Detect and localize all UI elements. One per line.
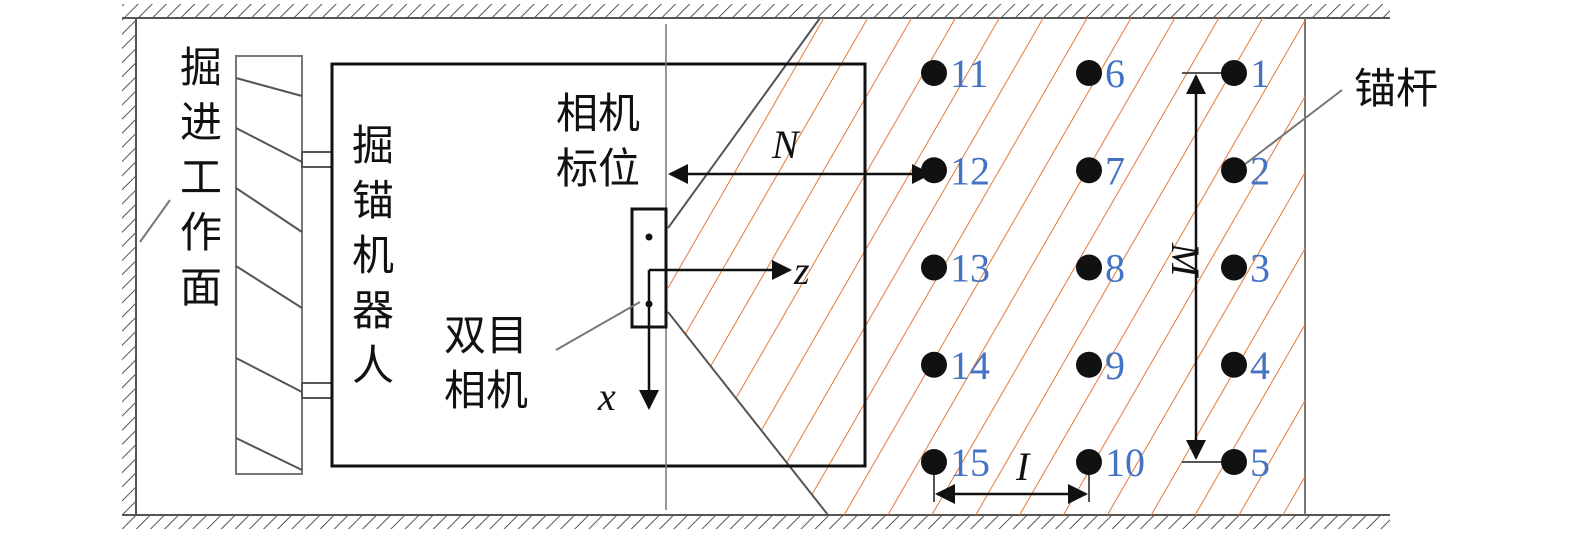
- anchor-bolt-dot: [1221, 157, 1247, 184]
- anchor-bolt-4: 4: [1221, 343, 1270, 388]
- anchor-bolt-dot: [1221, 351, 1247, 378]
- work-face-char-2: 进: [180, 98, 222, 147]
- anchor-bolt-dot: [921, 157, 947, 184]
- anchor-bolt-14: 14: [921, 343, 990, 388]
- axis-z-label: z: [793, 248, 810, 293]
- top-wall-hatch: [122, 4, 1390, 18]
- robot-char-3: 机: [352, 231, 394, 280]
- stereo-camera-line-1: 双目: [444, 311, 528, 360]
- camera-target-line-2: 标位: [556, 144, 640, 193]
- anchor-bolt-dot: [1221, 60, 1247, 86]
- dimension-i-label: I: [1015, 444, 1031, 489]
- anchor-bolt-dot: [1221, 254, 1247, 281]
- anchor-bolt-number: 4: [1250, 343, 1270, 388]
- anchor-bolt-number: 8: [1105, 246, 1125, 291]
- anchor-bolt-dot: [1076, 351, 1102, 378]
- work-face-char-3: 工: [180, 153, 222, 202]
- anchor-bolt-15: 15: [921, 440, 990, 485]
- anchor-bolt-8: 8: [1076, 246, 1125, 291]
- axis-x-label: x: [597, 374, 616, 419]
- anchor-bolt-dot: [1076, 449, 1102, 475]
- anchor-bolt-7: 7: [1076, 148, 1125, 193]
- view-boundary-lower: [667, 311, 829, 516]
- anchor-bolt-number: 10: [1105, 440, 1145, 485]
- anchor-bolt-leader: [1239, 89, 1343, 169]
- anchor-bolt-number: 3: [1250, 246, 1270, 291]
- cutter-head: [235, 55, 303, 475]
- view-boundary-upper: [667, 17, 821, 229]
- anchor-bolt-number: 6: [1105, 51, 1125, 96]
- anchor-bolt-dot: [1076, 157, 1102, 184]
- anchor-bolt-number: 5: [1250, 440, 1270, 485]
- anchor-bolt-dot: [1221, 449, 1247, 475]
- anchor-bolt-number: 2: [1250, 148, 1270, 193]
- anchor-bolt-dot: [1076, 254, 1102, 281]
- anchor-bolt-number: 12: [950, 148, 990, 193]
- anchor-bolt-11: 11: [921, 51, 989, 96]
- anchor-bolt-number: 11: [950, 51, 989, 96]
- anchor-bolt-1: 1: [1221, 51, 1270, 96]
- anchor-bolt-number: 7: [1105, 148, 1125, 193]
- dimension-m-label: M: [1163, 242, 1208, 279]
- stereo-camera-leader: [555, 301, 641, 351]
- anchor-bolt-3: 3: [1221, 246, 1270, 291]
- anchor-bolt-9: 9: [1076, 343, 1125, 388]
- work-face-wall-hatch: [122, 18, 136, 515]
- lower-connector: [301, 382, 333, 399]
- anchor-bolt-label: 锚杆: [1354, 64, 1438, 113]
- stereo-camera-line-2: 相机: [444, 366, 528, 415]
- anchor-bolt-dot: [921, 449, 947, 475]
- camera-lens-upper: [645, 233, 653, 241]
- robot-char-2: 锚: [352, 176, 394, 225]
- robot-char-5: 人: [352, 341, 394, 390]
- work-face-char-5: 面: [180, 263, 222, 312]
- upper-connector: [301, 151, 333, 168]
- anchor-bolt-number: 15: [950, 440, 990, 485]
- robot-body: [330, 62, 867, 468]
- anchor-bolt-10: 10: [1076, 440, 1145, 485]
- anchor-bolt-dot: [1076, 60, 1102, 86]
- work-face-leader: [139, 199, 171, 243]
- anchoring-zone: [668, 18, 1305, 515]
- anchor-bolt-dot: [921, 60, 947, 86]
- robot-char-4: 器: [352, 286, 394, 335]
- bottom-wall-hatch: [122, 515, 1390, 529]
- anchor-bolt-dot: [921, 254, 947, 281]
- anchor-bolt-2: 2: [1221, 148, 1270, 193]
- anchor-bolt-number: 9: [1105, 343, 1125, 388]
- robot-char-1: 掘: [352, 121, 394, 170]
- dimension-n-label: N: [771, 122, 801, 167]
- anchor-bolt-13: 13: [921, 246, 990, 291]
- camera-target-line-1: 相机: [556, 89, 640, 138]
- anchor-bolt-12: 12: [921, 148, 990, 193]
- anchor-bolt-number: 1: [1250, 51, 1270, 96]
- anchor-bolt-dot: [921, 351, 947, 378]
- anchor-bolt-5: 5: [1221, 440, 1270, 485]
- anchor-bolt-number: 14: [950, 343, 990, 388]
- work-face-char-1: 掘: [180, 43, 222, 92]
- work-face-char-4: 作: [180, 208, 222, 257]
- anchor-bolt-number: 13: [950, 246, 990, 291]
- anchor-bolt-6: 6: [1076, 51, 1125, 96]
